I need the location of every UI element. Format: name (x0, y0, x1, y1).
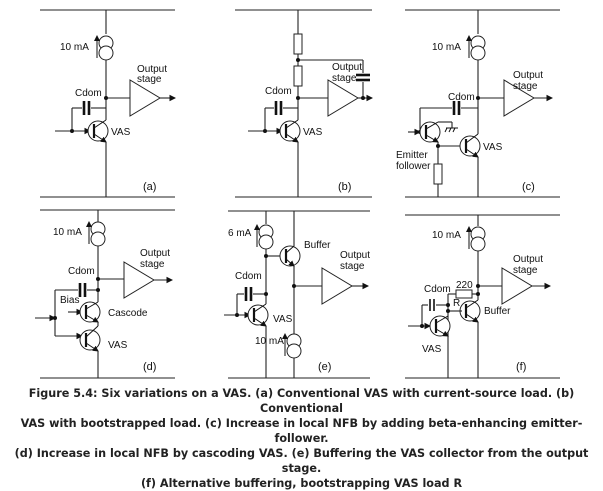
panel-id: (d) (143, 361, 156, 373)
vas-label: VAS (303, 127, 323, 138)
output-label-2: stage (513, 265, 538, 276)
vas-label: VAS (108, 340, 128, 351)
panel-d: 10 mA Cdom Bias Cascode VAS Output stage… (35, 209, 175, 379)
output-label-2: stage (340, 261, 365, 272)
resistor-r-label: R (453, 298, 460, 309)
caption-line: (d) Increase in local NFB by cascoding V… (14, 447, 589, 475)
current-label: 6 mA (228, 228, 252, 239)
current-label: 10 mA (432, 42, 461, 53)
panel-id: (b) (338, 181, 351, 193)
output-label-2: stage (137, 74, 162, 85)
vas-transistor-icon (279, 119, 301, 143)
resistor-r-icon (455, 289, 473, 299)
output-stage-icon (503, 79, 535, 117)
buffer-label: Buffer (484, 306, 511, 317)
cdom-label: Cdom (75, 88, 102, 99)
panel-id: (a) (143, 181, 156, 193)
bias-label: Bias (60, 295, 79, 306)
vas-label: VAS (273, 314, 293, 325)
current-source-icon (254, 224, 274, 250)
buffer-transistor-icon (279, 245, 301, 267)
cdom-label: Cdom (235, 271, 262, 282)
panel-id: (c) (522, 181, 535, 193)
current-label-2: 10 mA (255, 336, 284, 347)
vas-transistor-icon (429, 315, 451, 337)
cascode-transistor-icon (79, 301, 101, 323)
panel-id: (e) (318, 361, 331, 373)
vas-transistor-icon (459, 133, 481, 158)
vas-label: VAS (422, 344, 442, 355)
panel-b: Cdom VAS Output stage (b) (235, 9, 374, 198)
cascode-label: Cascode (108, 308, 148, 319)
panel-c: 10 mA Cdom VAS Emitter follower Output s… (396, 9, 560, 198)
vas-label: VAS (483, 142, 503, 153)
output-stage-icon (327, 79, 359, 117)
emitter-follower-label-2: follower (396, 161, 431, 172)
current-label: 10 mA (432, 230, 461, 241)
vas-transistor-icon (79, 325, 101, 352)
vas-label: VAS (111, 127, 131, 138)
current-source-icon (466, 35, 486, 61)
output-stage-icon (501, 267, 533, 305)
output-label-2: stage (513, 81, 538, 92)
caption-line: VAS with bootstrapped load. (c) Increase… (20, 417, 583, 445)
output-label-2: stage (332, 73, 357, 84)
figure-caption: Figure 5.4: Six variations on a VAS. (a)… (14, 386, 589, 491)
resistor-icon (293, 33, 303, 55)
caption-line: Figure 5.4: Six variations on a VAS. (a)… (28, 387, 575, 415)
current-source-icon (86, 221, 106, 247)
resistor-icon (433, 163, 443, 185)
cdom-label: Cdom (265, 86, 292, 97)
emitter-follower-label-1: Emitter (396, 150, 428, 161)
cdom-label: Cdom (68, 266, 95, 277)
output-stage-icon (321, 267, 353, 305)
current-source-icon (94, 35, 114, 61)
current-source-icon (282, 333, 302, 359)
vas-transistor-icon (87, 119, 109, 143)
output-label-2: stage (140, 259, 165, 270)
output-stage-icon (123, 261, 155, 299)
vas-transistor-icon (247, 303, 269, 327)
cdom-label: Cdom (448, 92, 475, 103)
buffer-transistor-icon (459, 299, 481, 323)
output-label-1: Output (137, 64, 167, 75)
emitter-follower-transistor-icon (419, 121, 441, 143)
output-label-1: Output (340, 250, 370, 261)
panel-f: 10 mA Cdom 220 R Buffer VAS Output stage… (405, 214, 560, 379)
caption-line: (f) Alternative buffering, bootstrapping… (140, 477, 463, 490)
current-source-icon (466, 226, 486, 252)
output-label-1: Output (513, 70, 543, 81)
output-label-1: Output (140, 248, 170, 259)
panel-e: 6 mA Buffer Cdom VAS 10 mA Output stage … (224, 210, 370, 379)
vas-variations-diagram: 10 mA Cdom VAS Output stage (a) (35, 9, 560, 379)
buffer-label: Buffer (304, 240, 331, 251)
panel-a: 10 mA Cdom VAS Output stage (a) (40, 9, 177, 198)
output-stage-icon (129, 79, 161, 117)
output-label-1: Output (332, 62, 362, 73)
current-label: 10 mA (60, 42, 89, 53)
panel-id: (f) (516, 361, 526, 373)
resistor-220-label: 220 (456, 280, 473, 291)
output-label-1: Output (513, 254, 543, 265)
resistor-icon (293, 65, 303, 87)
cdom-label: Cdom (424, 284, 451, 295)
current-label: 10 mA (53, 227, 82, 238)
